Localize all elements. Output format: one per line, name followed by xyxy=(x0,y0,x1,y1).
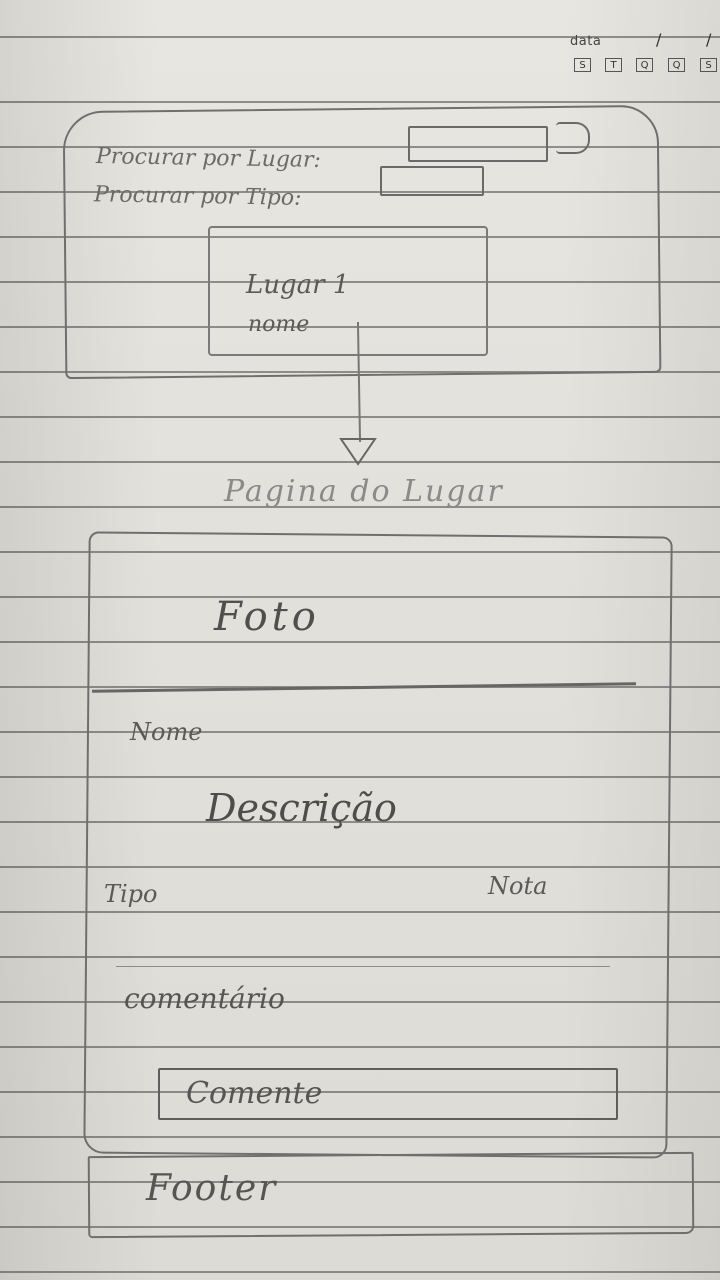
weekday-box: Q xyxy=(668,58,685,72)
search-by-type-input[interactable] xyxy=(380,166,484,196)
content-divider xyxy=(116,966,610,967)
date-header: data / / S T Q Q S xyxy=(560,30,720,80)
arrow-down-icon xyxy=(339,438,377,466)
date-separator-2: / xyxy=(706,30,712,49)
search-by-type-label: Procurar por Tipo: xyxy=(93,182,302,211)
weekday-box: Q xyxy=(636,58,653,72)
weekday-box: S xyxy=(700,58,717,72)
comment-section-label: comentário xyxy=(124,982,285,1015)
place-page-heading: Pagina do Lugar xyxy=(224,474,504,509)
weekday-box: S xyxy=(574,58,591,72)
comment-button[interactable] xyxy=(158,1068,618,1120)
place-result-card[interactable] xyxy=(208,226,488,356)
place-card-subtitle: nome xyxy=(248,312,310,337)
footer-label: Footer xyxy=(146,1168,278,1209)
search-submit-button[interactable] xyxy=(556,122,590,154)
search-by-place-label: Procurar por Lugar: xyxy=(95,144,322,173)
search-by-place-input[interactable] xyxy=(408,126,548,162)
place-name-label: Nome xyxy=(130,718,203,746)
photo-placeholder: Foto xyxy=(214,594,320,640)
place-rating-label: Nota xyxy=(488,872,548,900)
place-card-title: Lugar 1 xyxy=(246,270,350,300)
weekday-box: T xyxy=(605,58,622,72)
place-description-label: Descrição xyxy=(206,786,397,830)
place-page-sketch xyxy=(83,531,673,1159)
comment-button-label: Comente xyxy=(186,1076,323,1111)
place-type-label: Tipo xyxy=(104,880,158,908)
date-label: data xyxy=(570,34,602,49)
date-separator-1: / xyxy=(656,30,662,49)
